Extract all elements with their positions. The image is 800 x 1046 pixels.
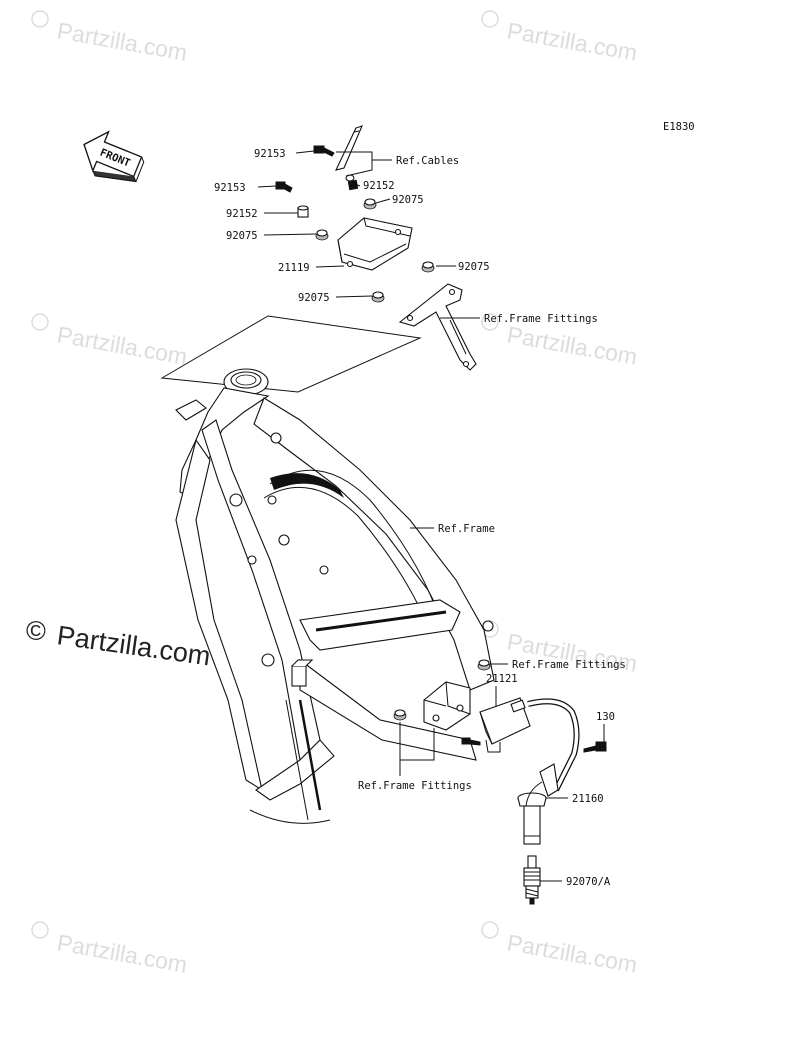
label-ref-frame-fittings-right: Ref.Frame Fittings (512, 659, 626, 671)
svg-text:Partzilla.com: Partzilla.com (55, 620, 212, 671)
label-ref-frame-fittings-upper: Ref.Frame Fittings (484, 313, 598, 325)
svg-text:©: © (26, 616, 46, 646)
ignition-coil-21121 (479, 697, 531, 753)
grommet-92075-bottom (371, 291, 385, 303)
frame-nut-left (393, 709, 407, 721)
label-21121: 21121 (486, 673, 518, 685)
diagram-code: E1830 (663, 121, 695, 133)
label-92075-right: 92075 (458, 261, 490, 273)
high-tension-lead (527, 698, 580, 792)
frame-nut-upper (477, 659, 491, 671)
cable-band (335, 125, 363, 171)
label-92075-left: 92075 (226, 230, 258, 242)
grommet-92075-top (363, 198, 377, 210)
svg-text:Partzilla.com: Partzilla.com (505, 17, 639, 65)
label-ref-frame-fittings-bottom: Ref.Frame Fittings (358, 780, 472, 792)
watermark-bottom-right: Partzilla.com (481, 921, 639, 978)
label-ref-cables: Ref.Cables (396, 155, 459, 167)
label-92153-lower: 92153 (214, 182, 246, 194)
callout-labels: 92153 92153 92152 92152 92075 92075 9207… (214, 148, 626, 888)
motorcycle-frame (175, 368, 495, 824)
label-92075-top: 92075 (392, 194, 424, 206)
watermark-top-right: Partzilla.com (481, 10, 639, 66)
label-21119: 21119 (278, 262, 310, 274)
bolt-130 (583, 741, 607, 753)
svg-text:Partzilla.com: Partzilla.com (55, 321, 189, 369)
label-92153-upper: 92153 (254, 148, 286, 160)
watermark-copyright-dark: © Partzilla.com (26, 616, 212, 671)
cdi-mount-bracket (398, 283, 477, 371)
front-direction-arrow: FRONT (83, 130, 145, 183)
label-92152-upper: 92152 (363, 180, 395, 192)
alignment-lines (160, 315, 422, 393)
svg-text:Partzilla.com: Partzilla.com (505, 321, 639, 369)
spark-plug-92070 (523, 855, 541, 905)
bolt-92153-upper (313, 145, 335, 157)
label-92075-bottom: 92075 (298, 292, 330, 304)
watermark-bottom-left: Partzilla.com (31, 921, 189, 978)
watermark-mid-left: Partzilla.com (31, 313, 189, 370)
collar-92152-lower (297, 205, 309, 218)
label-21160: 21160 (572, 793, 604, 805)
svg-text:Partzilla.com: Partzilla.com (55, 17, 189, 65)
collar-92152-upper (345, 174, 359, 191)
spark-plug-cap-21160 (517, 763, 559, 845)
grommet-92075-right (421, 261, 435, 273)
cdi-unit-21119 (337, 217, 413, 271)
svg-text:Partzilla.com: Partzilla.com (505, 929, 639, 977)
label-ref-frame: Ref.Frame (438, 523, 495, 535)
label-92070-a: 92070/A (566, 876, 611, 888)
leader-lines (257, 150, 605, 882)
bolt-92153-lower (275, 181, 293, 193)
label-130: 130 (596, 711, 615, 723)
watermark-top-left: Partzilla.com (31, 10, 189, 66)
coil-bracket (423, 681, 471, 731)
label-92152-lower: 92152 (226, 208, 258, 220)
grommet-92075-left (315, 229, 329, 241)
coil-bolt (461, 737, 481, 746)
svg-text:Partzilla.com: Partzilla.com (55, 929, 189, 977)
